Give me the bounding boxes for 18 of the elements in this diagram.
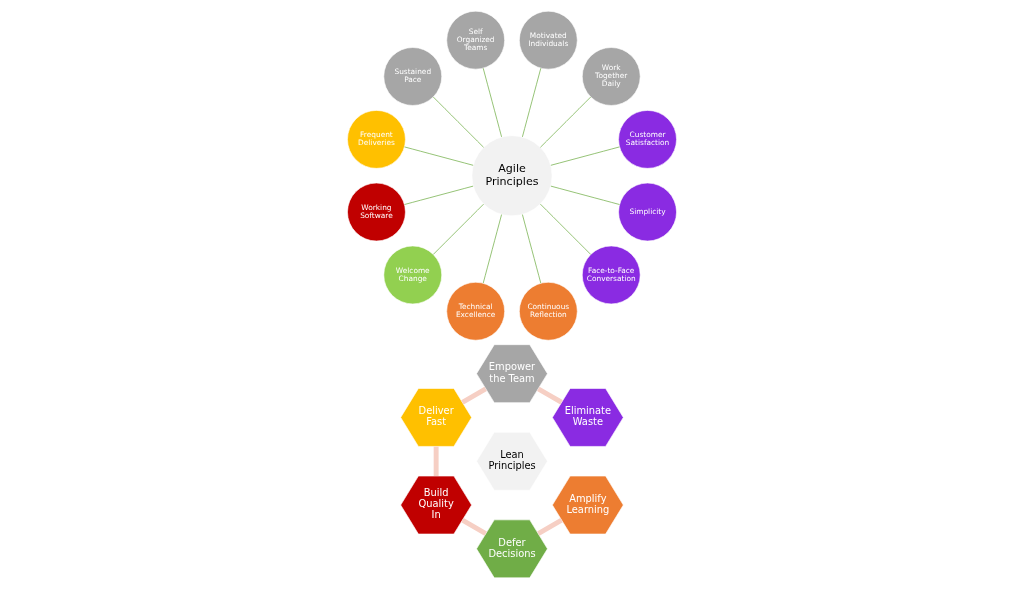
connector (550, 146, 620, 166)
connector (461, 386, 487, 405)
connector (482, 67, 502, 138)
connector (522, 214, 542, 284)
connector (540, 96, 592, 148)
connector (482, 214, 502, 284)
connector (404, 146, 474, 166)
connector (433, 446, 439, 476)
connector (432, 203, 484, 255)
connector (537, 518, 563, 536)
connector (540, 203, 592, 255)
connector (550, 185, 620, 205)
connector (404, 185, 474, 205)
connector (432, 96, 484, 148)
connector (522, 67, 542, 138)
connector (537, 386, 563, 405)
connector (461, 518, 487, 536)
node-circle: Agile Principles (471, 135, 553, 217)
